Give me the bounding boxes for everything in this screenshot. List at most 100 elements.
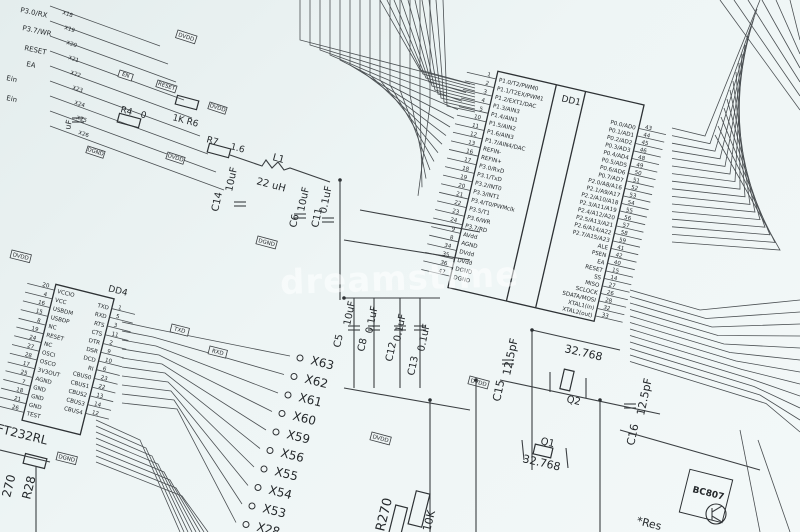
connector-pin (284, 391, 292, 399)
c13-value: 0.1uF (416, 323, 433, 353)
dd4-chip: DD420VCCIO4VCC16USBDM15USBDP8NC19RESET24… (0, 282, 136, 436)
dd1-pin-number: 28 (604, 297, 613, 305)
dd4-pin-name: VCC (54, 298, 67, 307)
dd1-pin-number: 19 (459, 174, 468, 182)
dd1-pin-line (598, 300, 627, 308)
dd4-pin-name: AGND (35, 376, 53, 386)
dd1-pin-line (421, 269, 451, 277)
dd1-pin-name: DGND (453, 275, 471, 285)
dd4-pin-name: TEST (25, 411, 41, 421)
dd4-pin-number: 12 (91, 410, 99, 418)
connector-wire (121, 357, 267, 431)
dd1-pin-name: SCLOCK (575, 286, 598, 297)
bc807-label: BC807 (691, 485, 725, 503)
dd4-pin-number: 19 (31, 326, 40, 334)
dd4-pin-line (98, 360, 123, 368)
pin-number-label: X22 (69, 70, 81, 79)
dvdd-tag: DVDD (165, 151, 186, 165)
dd1-pin-line (610, 248, 639, 256)
dd1-pin-name: RESET (584, 264, 603, 274)
pin-number-label: X24 (73, 100, 86, 109)
q1-plate (565, 447, 569, 469)
dd4-pin-line (11, 344, 40, 352)
dd1-pin-name: P3.7/RD (464, 224, 487, 235)
dvdd-tag-label: DVDD (209, 103, 226, 114)
dd1-pin-line (439, 191, 469, 200)
dvdd-tag-label: DVDD (177, 32, 194, 43)
rxd-tag-label: RXD (211, 348, 224, 357)
dd1-pin-line (614, 233, 642, 241)
ground-wire (343, 387, 471, 411)
dd4-pin-name: DSR (86, 347, 99, 356)
pin-number-label: X20 (65, 40, 78, 49)
bus-wire (299, 0, 471, 85)
dd1-pin-number: 17 (463, 157, 472, 165)
connector-pin (266, 447, 274, 454)
dd4-pin-name: RXD (94, 312, 107, 321)
dd1-pin-line (454, 123, 485, 131)
connector-wire (121, 393, 243, 505)
bus-wire (671, 98, 761, 221)
dvdd-tag-label: DVDD (167, 153, 184, 164)
en-tag-box (117, 69, 134, 82)
dd4-pin-line (24, 291, 53, 300)
connector-wire (121, 330, 285, 375)
dd1-pin-number: 43 (644, 125, 653, 133)
r7-resistor (206, 142, 232, 159)
dd4-pin-name: VCCIO (56, 289, 75, 299)
connector-pin (260, 465, 268, 473)
dd4-pin-line (87, 404, 112, 411)
dd1-pin-name: P3.6/WR (466, 215, 490, 226)
connector-pin (296, 354, 304, 362)
dd4-pin-name: OSCI (41, 350, 56, 359)
dd1-pin-number: 40 (613, 260, 622, 268)
dd4-pin-number: 20 (42, 282, 51, 290)
c12-ref: C12 (384, 341, 399, 363)
bus-wire (671, 26, 752, 160)
dd4-pin-name: USBDM (52, 306, 74, 317)
bus-wire (379, 0, 439, 154)
connector-wire (95, 443, 197, 532)
junction-dot (530, 328, 534, 332)
c6-ref: C6 (288, 213, 302, 228)
dd1-pin-name: REFIN+ (480, 155, 502, 166)
bus-wire (629, 348, 800, 409)
bus-wire (629, 302, 800, 328)
bus-wire (671, 89, 756, 213)
q1-value: 32.768 (521, 452, 561, 473)
c8-ref: C8 (356, 337, 370, 352)
dd1-pin-name: DGND (455, 266, 473, 276)
dd4-pin-line (100, 351, 125, 359)
dd1-pin-number: 48 (637, 155, 646, 163)
dd4-pin-name: RTS (93, 321, 105, 329)
bus-wire (671, 0, 761, 137)
bus-wire (671, 80, 751, 205)
dd4-pin-number: 9 (106, 349, 111, 356)
dd4-pin-line (89, 395, 114, 403)
connector-wire (95, 419, 181, 532)
xtal-wire (531, 329, 621, 351)
wire (359, 209, 481, 233)
bus-wire (671, 71, 746, 198)
dd1-pin-line (628, 172, 656, 181)
dgnd-tag-label: DGND (58, 454, 76, 464)
dd1-pin-line (624, 187, 653, 196)
dgnd-tag-label: DGND (257, 238, 275, 248)
connector-wire (121, 375, 255, 468)
dd4-pin-line (3, 379, 31, 387)
dd1-pin-line (437, 200, 467, 209)
watermark-text: dreamstime (279, 255, 519, 303)
r6-resistor (174, 94, 200, 111)
dd1-pin-number: 45 (641, 140, 650, 148)
dd1-pin-number: 23 (452, 208, 461, 216)
dd4-pin-number: 13 (95, 392, 104, 400)
dvdd-tag: DVDD (175, 29, 198, 45)
dvdd-tag: DVDD (207, 101, 228, 115)
control-signal-label: P3.0/RX (20, 6, 49, 20)
dd1-pin-line (462, 89, 493, 97)
bus-wire (339, 0, 455, 119)
dd4-pin-name: TXD (96, 303, 110, 312)
dd4-pin-number: 25 (20, 369, 29, 377)
bus-wire (629, 341, 800, 397)
dd1-pin-name: SS (593, 274, 602, 282)
